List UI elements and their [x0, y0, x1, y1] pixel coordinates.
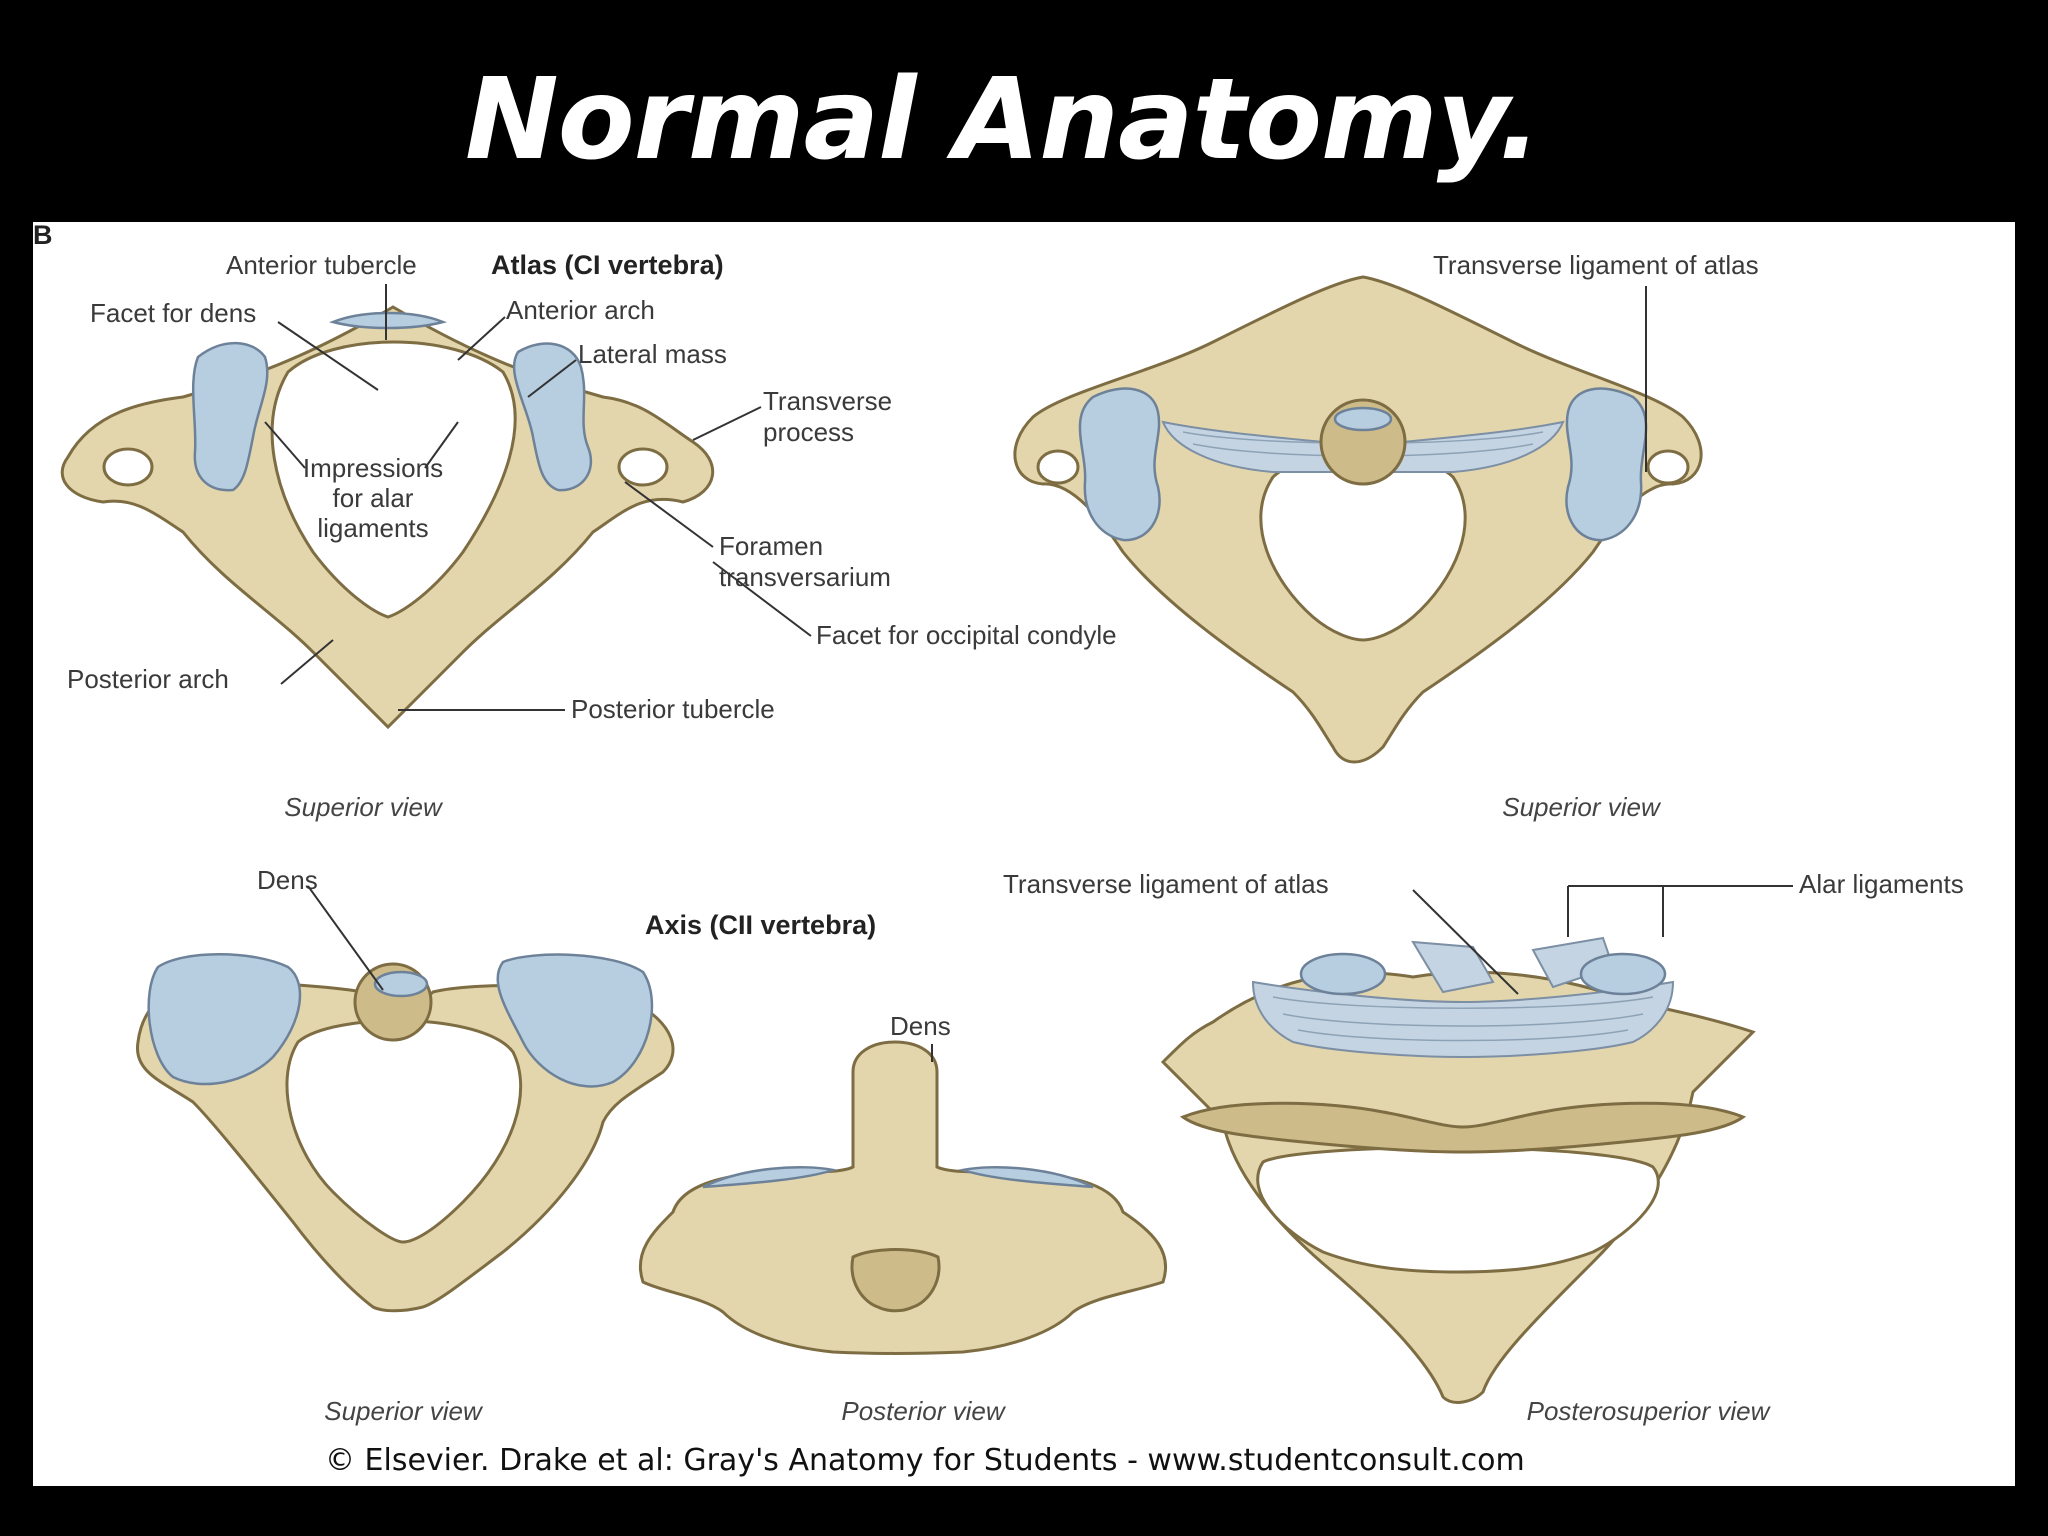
label-foramen-line2: transversarium [719, 562, 891, 592]
label-lateral-mass: Lateral mass [578, 339, 727, 369]
label-dens-left: Dens [257, 865, 318, 895]
copyright-line: © Elsevier. Drake et al: Gray's Anatomy … [325, 1443, 1525, 1478]
view-caption-atlas-right: Superior view [1502, 792, 1662, 822]
anatomy-figure-panel: B Anterior tubercle Atlas (CI vertebra) … [33, 222, 2015, 1486]
label-transverse-process-line2: process [763, 417, 854, 447]
view-caption-axis-left: Superior view [324, 1396, 484, 1426]
axis-posterosuperior-view-drawing [1160, 936, 1756, 1404]
view-caption-axis-right: Posterosuperior view [1527, 1396, 1772, 1426]
label-dens-center: Dens [890, 1011, 951, 1041]
label-posterior-arch: Posterior arch [67, 664, 229, 694]
label-posterior-tubercle: Posterior tubercle [571, 694, 775, 724]
label-anterior-tubercle: Anterior tubercle [226, 250, 417, 280]
label-transverse-process-line1: Transverse [763, 386, 892, 416]
label-alar-ligaments: Alar ligaments [1799, 869, 1964, 899]
axis-heading: Axis (CII vertebra) [645, 910, 876, 940]
label-impressions-line3: ligaments [317, 513, 428, 543]
label-facet-occipital-condyle: Facet for occipital condyle [816, 620, 1117, 650]
view-caption-axis-center: Posterior view [841, 1396, 1006, 1426]
label-impressions-line1: Impressions [303, 453, 443, 483]
atlas-superior-view-drawing [60, 305, 715, 730]
slide-title: Normal Anatomy. [464, 55, 1541, 185]
view-caption-atlas-left: Superior view [284, 792, 444, 822]
atlas-with-transverse-ligament-drawing [1013, 275, 1703, 764]
label-transverse-ligament-top: Transverse ligament of atlas [1433, 250, 1759, 280]
axis-superior-view-drawing [136, 953, 675, 1313]
label-impressions-line2: for alar [333, 483, 414, 513]
anatomy-illustration: B Anterior tubercle Atlas (CI vertebra) … [33, 222, 1964, 1478]
axis-posterior-view-drawing [638, 1040, 1168, 1355]
atlas-heading: Atlas (CI vertebra) [491, 250, 724, 280]
label-foramen-line1: Foramen [719, 531, 823, 561]
panel-letter: B [33, 222, 53, 250]
label-transverse-ligament-bottom: Transverse ligament of atlas [1003, 869, 1329, 899]
label-anterior-arch: Anterior arch [506, 295, 655, 325]
label-facet-for-dens: Facet for dens [90, 298, 256, 328]
